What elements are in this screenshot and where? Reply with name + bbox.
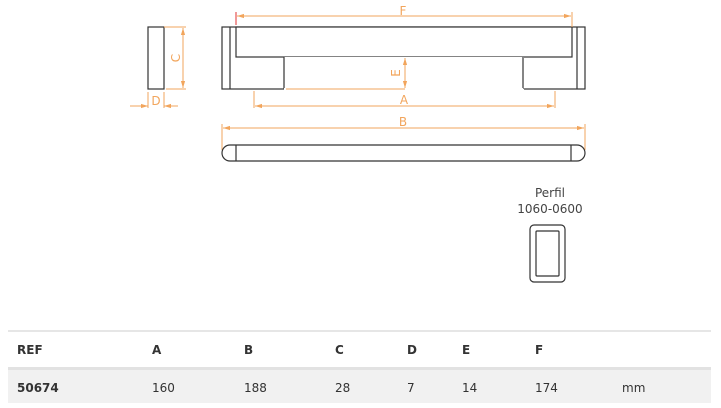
technical-drawing: C D F E A B — [130, 4, 586, 283]
cell-c: 28 — [335, 381, 351, 395]
cell-ref: 50674 — [17, 381, 59, 395]
dim-label-f: F — [400, 4, 407, 18]
header-ref: REF — [17, 343, 43, 357]
header-a: A — [152, 343, 162, 357]
cell-unit: mm — [622, 381, 646, 395]
cell-a: 160 — [152, 381, 175, 395]
dim-label-b: B — [399, 115, 407, 129]
profile-view: Perfil 1060-0600 — [517, 186, 583, 283]
dim-label-c: C — [169, 54, 183, 62]
header-d: D — [407, 343, 417, 357]
profile-title: Perfil — [535, 186, 565, 200]
header-e: E — [462, 343, 471, 357]
top-view: B — [221, 115, 586, 162]
side-view: C D — [130, 26, 186, 109]
front-view: F E A — [221, 4, 586, 109]
header-c: C — [335, 343, 344, 357]
table-row: 50674 160 188 28 7 14 174 mm — [8, 370, 711, 403]
cell-e: 14 — [462, 381, 478, 395]
header-b: B — [244, 343, 254, 357]
cell-f: 174 — [535, 381, 558, 395]
dim-label-e: E — [389, 69, 403, 77]
header-f: F — [535, 343, 544, 357]
dimensions-table: REF A B C D E F 50674 160 188 28 7 14 17… — [8, 330, 711, 403]
cell-d: 7 — [407, 381, 415, 395]
cell-b: 188 — [244, 381, 267, 395]
profile-code: 1060-0600 — [517, 202, 582, 216]
table-header-row: REF A B C D E F — [8, 332, 711, 370]
dim-label-d: D — [151, 94, 160, 108]
dim-label-a: A — [400, 93, 409, 107]
